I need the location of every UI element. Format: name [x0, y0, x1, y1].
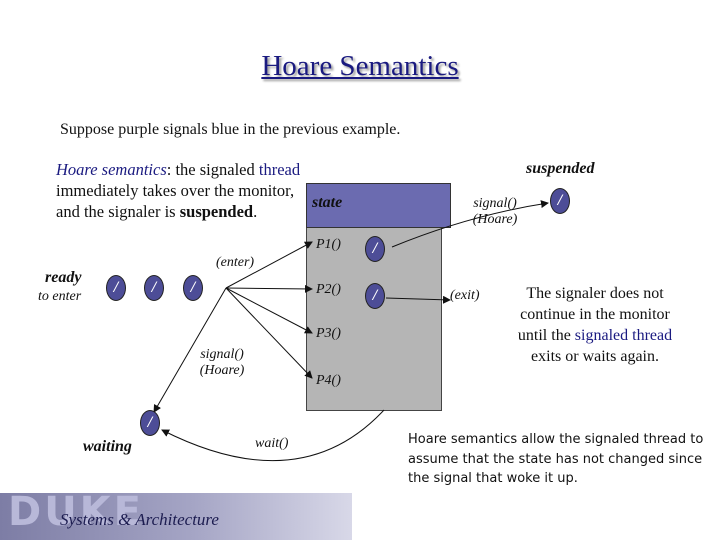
page-title: Hoare Semantics — [261, 50, 459, 82]
exit-arrow — [385, 295, 451, 304]
logo-duke: DUKE — [8, 489, 145, 535]
signal-right-label: signal() (Hoare) — [472, 196, 518, 227]
enter-arrow-p3 — [225, 287, 313, 334]
ready-thread-2: / — [144, 275, 164, 301]
ready-thread-1: / — [106, 275, 126, 301]
signal-wakeup-arrow — [153, 287, 227, 413]
exit-label: (exit) — [450, 288, 480, 303]
waiting-thread: / — [140, 410, 160, 436]
term-thread: thread — [258, 160, 301, 179]
signaler-note: The signaler does not continue in the mo… — [517, 285, 673, 365]
monitor-thread-p2: / — [365, 283, 385, 309]
proc-p3: P3() — [316, 326, 341, 341]
monitor-state — [306, 183, 451, 228]
enter-arrow-p4 — [225, 287, 313, 379]
caption: Hoare semantics allow the signaled threa… — [408, 432, 704, 486]
signal-left-label: signal() (Hoare) — [199, 347, 245, 378]
state-label: state — [312, 194, 343, 211]
suspended-label: suspended — [526, 160, 595, 177]
description-paragraph: Hoare semantics: the signaled thread imm… — [56, 160, 301, 221]
proc-p2: P2() — [316, 282, 341, 297]
enter-arrow-p1 — [225, 241, 313, 289]
logo-systems-architecture: Systems & Architecture — [60, 510, 219, 529]
term-hoare-semantics: Hoare semantics — [56, 160, 167, 179]
wait-label: wait() — [255, 436, 289, 451]
ready-thread-3: / — [183, 275, 203, 301]
proc-p1: P1() — [316, 237, 341, 252]
waiting-label: waiting — [83, 438, 132, 455]
enter-label: (enter) — [216, 255, 255, 270]
logo-band — [0, 493, 352, 540]
suspended-thread: / — [550, 188, 570, 214]
monitor-thread-p1: / — [365, 236, 385, 262]
subtitle: Suppose purple signals blue in the previ… — [60, 121, 401, 138]
ready-label: ready — [45, 269, 82, 286]
enter-arrow-p2 — [225, 284, 313, 293]
wait-arrow — [161, 409, 385, 462]
term-suspended: suspended — [179, 202, 254, 221]
to-enter-label: to enter — [38, 289, 82, 304]
signal-suspend-arrow — [391, 200, 549, 248]
term-signaled-thread: signaled thread — [574, 327, 673, 344]
proc-p4: P4() — [316, 373, 341, 388]
